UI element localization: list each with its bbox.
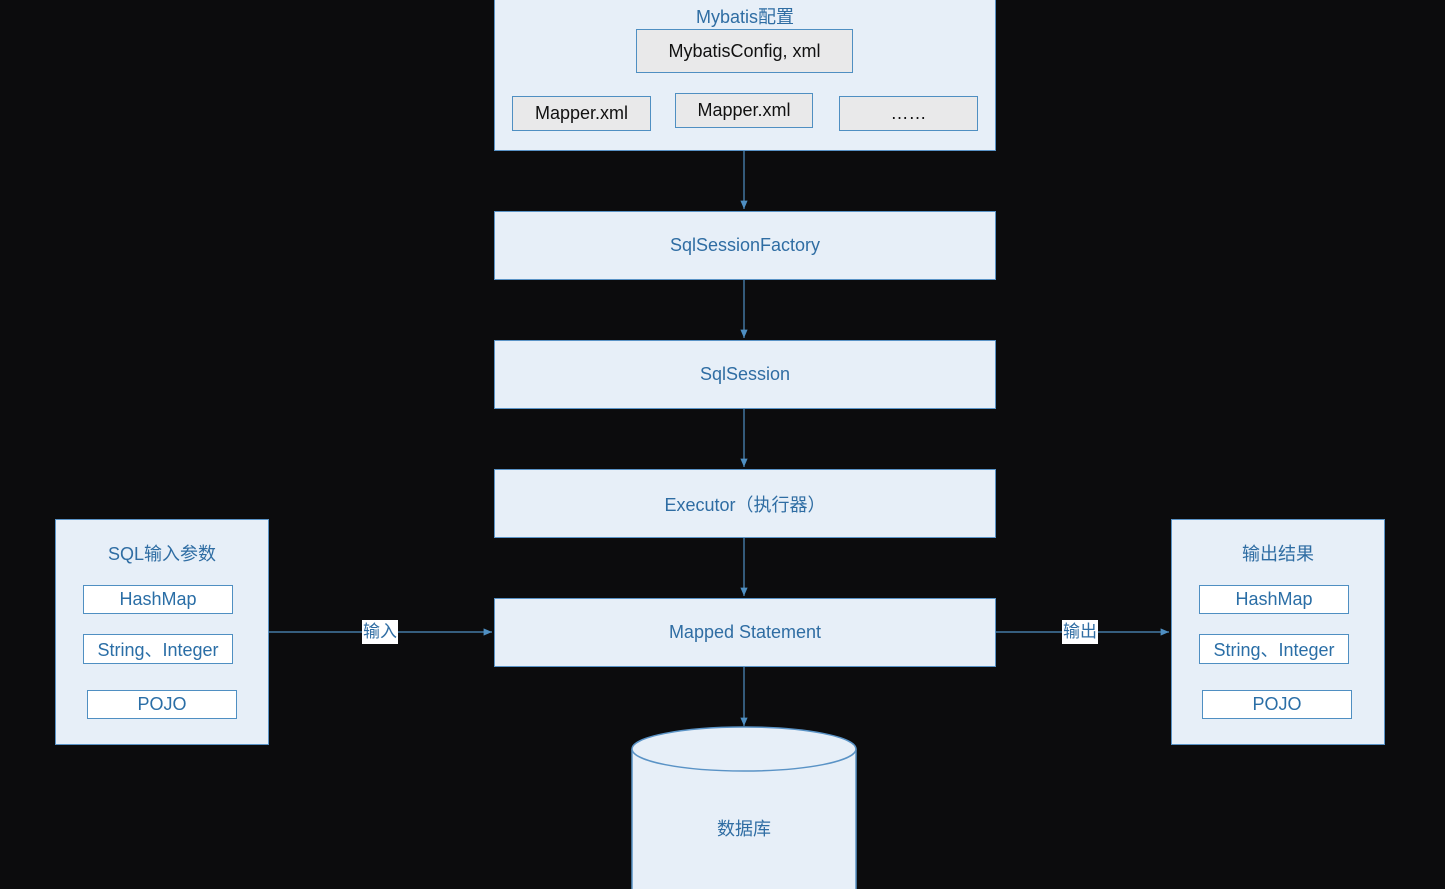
input-item-pojo: POJO [87,690,237,719]
input-edge-label: 输入 [362,620,398,644]
config-title: Mybatis配置 [695,7,794,27]
input-item-hashmap: HashMap [83,585,233,614]
output-edge-label: 输出 [1062,620,1098,644]
config-main-file: MybatisConfig, xml [636,29,853,73]
sqlsession-node: SqlSession [494,340,996,409]
config-file-2: Mapper.xml [675,93,813,128]
output-item-pojo: POJO [1202,690,1352,719]
output-item-string-integer: String、Integer [1199,634,1349,664]
executor-node: Executor（执行器） [494,469,996,538]
output-title: 输出结果 [1242,544,1314,564]
config-file-more: …… [839,96,978,131]
output-item-hashmap: HashMap [1199,585,1349,614]
sqlsessionfactory-node: SqlSessionFactory [494,211,996,280]
input-item-string-integer: String、Integer [83,634,233,664]
input-title: SQL输入参数 [107,544,217,564]
mapped-statement-node: Mapped Statement [494,598,996,667]
database-cylinder [631,726,857,889]
database-label: 数据库 [717,819,771,839]
config-file-1: Mapper.xml [512,96,651,131]
